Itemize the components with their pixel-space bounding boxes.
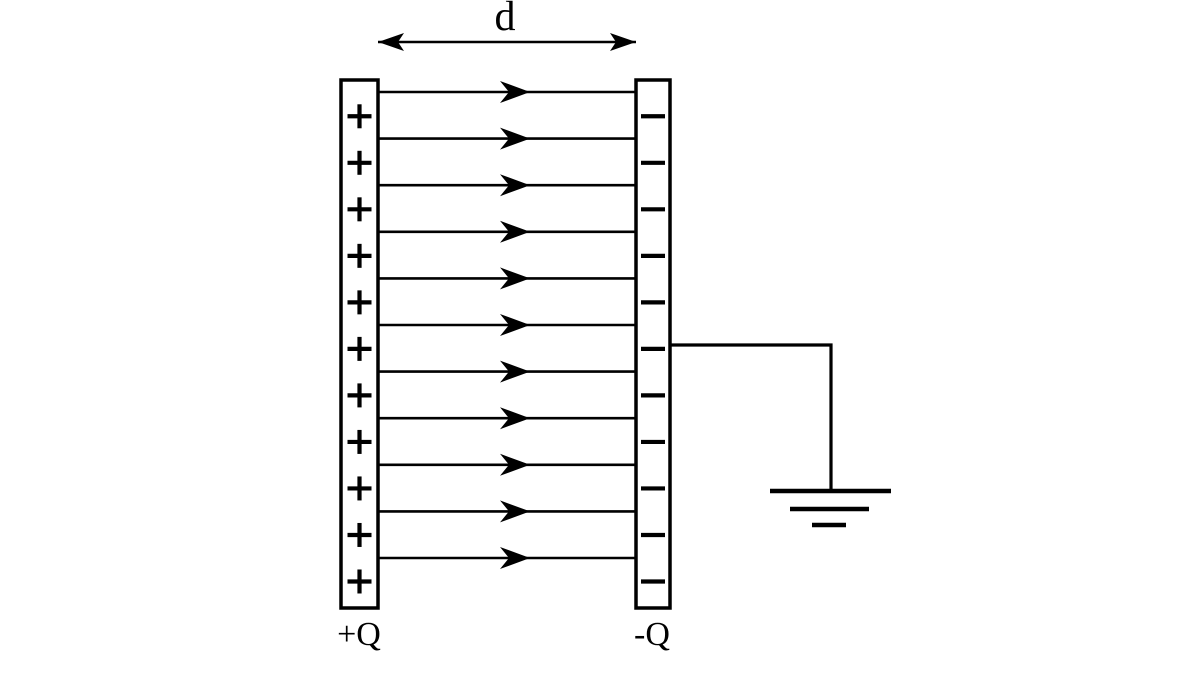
field-arrow-icon xyxy=(500,453,530,476)
field-arrow-icon xyxy=(500,547,530,569)
field-arrow-icon xyxy=(500,314,530,336)
ground-wire xyxy=(670,343,833,491)
field-arrow-icon xyxy=(500,267,530,290)
electric-field-lines xyxy=(378,81,636,569)
distance-label: d xyxy=(495,0,516,40)
dimension-arrow-right-icon xyxy=(610,33,636,51)
negative-charge-signs xyxy=(641,114,665,584)
negative-charge-label: -Q xyxy=(634,616,670,653)
negative-plate-body xyxy=(634,78,672,610)
positive-plate xyxy=(339,78,380,610)
ground-bars xyxy=(770,488,891,528)
field-arrow-icon xyxy=(500,360,530,383)
dimension-arrow-left-icon xyxy=(378,33,404,51)
positive-charge-signs xyxy=(347,104,372,594)
positive-charge-label: +Q xyxy=(337,616,381,653)
field-arrow-icon xyxy=(500,81,530,103)
field-arrow-icon xyxy=(500,127,530,150)
field-arrow-icon xyxy=(500,220,530,243)
field-arrow-icon xyxy=(500,500,530,523)
ground-symbol xyxy=(670,343,891,528)
negative-plate xyxy=(634,78,672,610)
plate-separation-dimension: d xyxy=(378,0,636,51)
field-arrow-icon xyxy=(500,174,530,197)
field-arrow-icon xyxy=(500,407,530,430)
